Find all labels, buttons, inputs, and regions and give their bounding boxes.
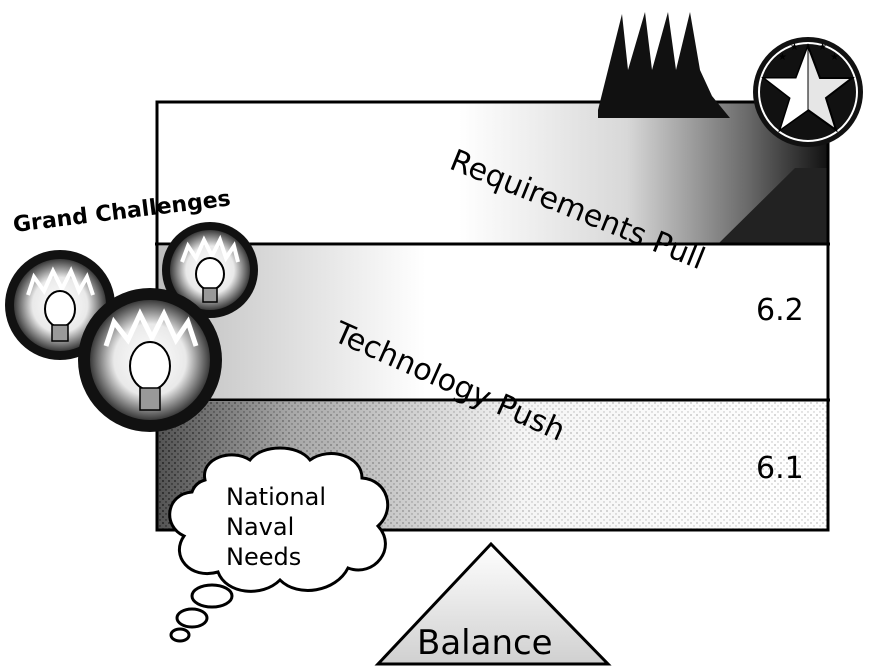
svg-text:★: ★ bbox=[830, 52, 839, 63]
lightbulb-icon bbox=[162, 222, 258, 318]
middle-band bbox=[157, 246, 828, 400]
thought-cloud-icon bbox=[168, 446, 390, 643]
balance-triangle bbox=[374, 541, 612, 666]
upper-dark-wedge bbox=[718, 168, 828, 244]
star-emblem-icon: ★ ★ ★ ★ bbox=[753, 37, 863, 147]
level-6-2-label: 6.2 bbox=[756, 293, 804, 328]
lightbulb-icon bbox=[78, 288, 222, 432]
svg-text:★: ★ bbox=[778, 52, 787, 63]
level-6-1-label: 6.1 bbox=[756, 451, 804, 486]
svg-text:★: ★ bbox=[790, 42, 799, 53]
cloud-line-naval: Naval bbox=[226, 513, 294, 541]
svg-text:★: ★ bbox=[818, 42, 827, 53]
cloud-line-national: National bbox=[226, 483, 326, 511]
cloud-line-needs: Needs bbox=[226, 543, 301, 571]
spike-peaks-icon bbox=[598, 12, 730, 118]
upper-band bbox=[157, 102, 828, 244]
balance-label: Balance bbox=[417, 623, 553, 663]
